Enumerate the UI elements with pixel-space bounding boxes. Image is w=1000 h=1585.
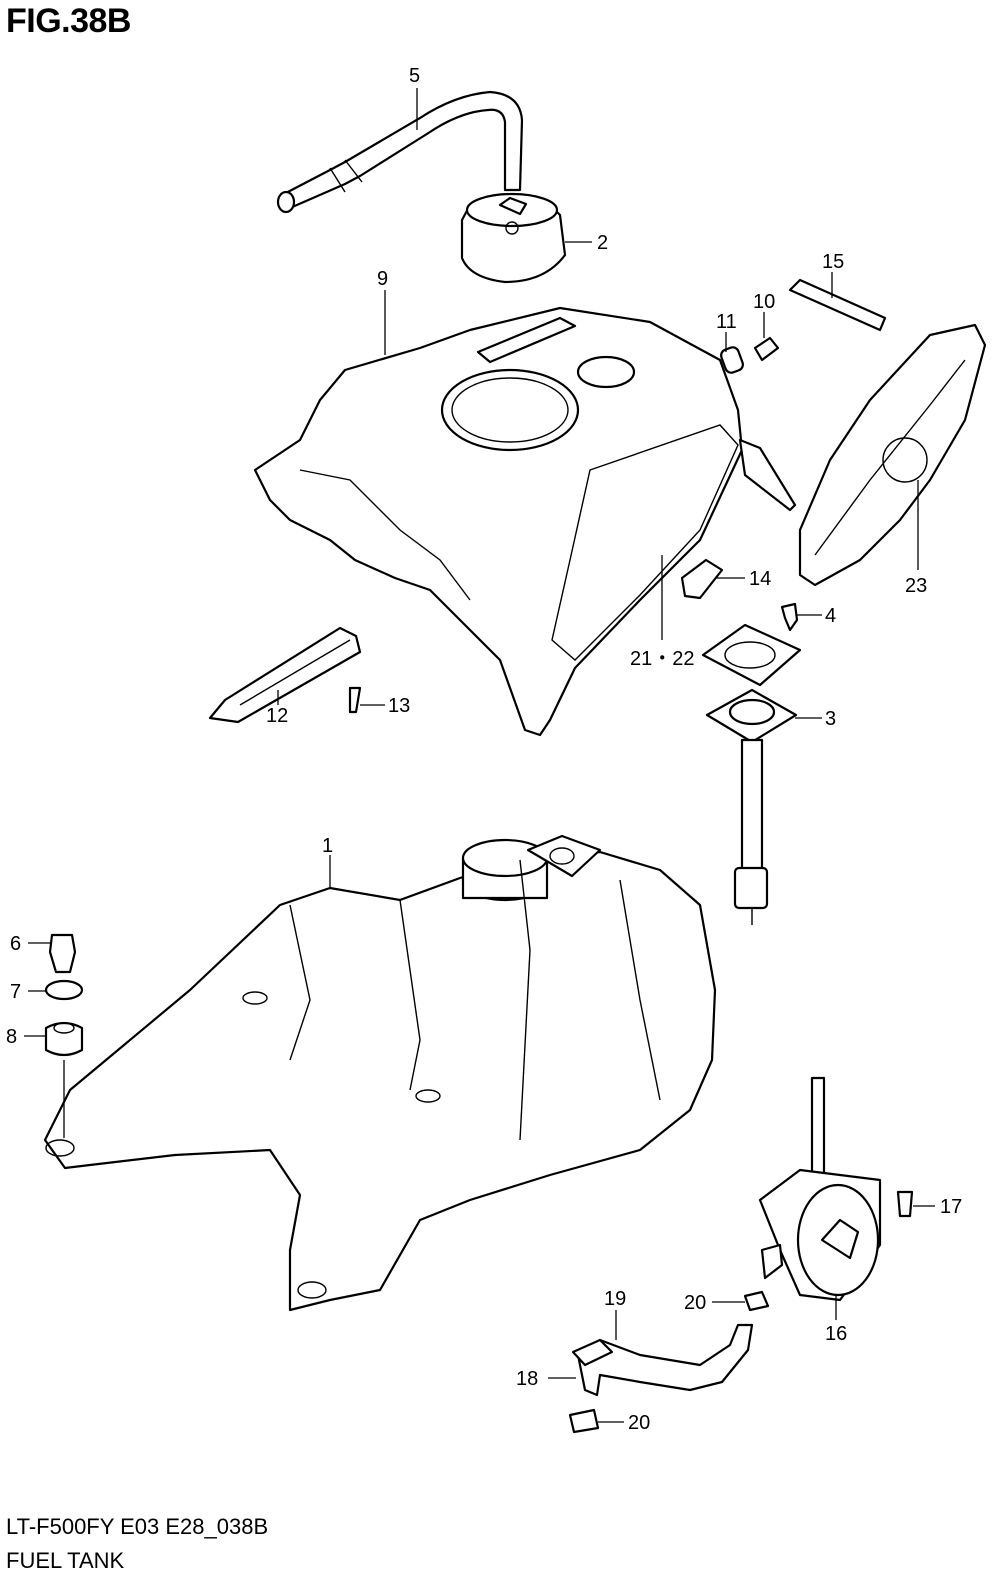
fuel-cap [460, 192, 567, 284]
cover-bracket [208, 626, 362, 724]
callout-12: 12 [266, 705, 288, 727]
callout-6: 6 [10, 933, 21, 955]
fuel-level-gauge [705, 688, 798, 925]
callout-1: 1 [322, 835, 333, 857]
callout-9: 9 [377, 268, 388, 290]
callout-11: 11 [716, 311, 737, 333]
clip [780, 602, 799, 632]
leader-lines [24, 88, 935, 1423]
callout-19: 19 [604, 1288, 626, 1310]
callout-20-lower: 20 [628, 1412, 650, 1434]
callout-17: 17 [940, 1196, 962, 1218]
emblem-right [798, 323, 987, 587]
small-pad [680, 558, 724, 600]
hose-clamp-upper [743, 1290, 770, 1312]
callout-4: 4 [825, 605, 836, 627]
callout-16: 16 [825, 1323, 847, 1345]
tank-cover [253, 306, 797, 737]
grommet-set [720, 336, 780, 374]
model-code: LT-F500FY E03 E28_038B [6, 1514, 269, 1539]
valve-screw [896, 1190, 914, 1218]
callout-2: 2 [597, 232, 608, 254]
hose-clamp-lower [568, 1408, 600, 1434]
callout-10: 10 [753, 291, 775, 313]
callout-14: 14 [749, 568, 771, 590]
breather-hose [276, 90, 524, 214]
screw [348, 686, 362, 714]
fuel-valve [758, 1076, 882, 1302]
figure-title: FIG.38B [6, 2, 131, 40]
gauge-gasket [701, 623, 802, 687]
callout-23: 23 [905, 575, 927, 597]
callout-8: 8 [6, 1026, 17, 1048]
callout-20-upper: 20 [684, 1292, 706, 1314]
cover-strip [788, 278, 887, 332]
callout-7: 7 [10, 981, 21, 1003]
callout-5: 5 [409, 65, 420, 87]
tank-mount-hardware [44, 933, 84, 1057]
callout-21-22: 21・22 [630, 648, 695, 670]
fuel-hose [571, 1323, 754, 1397]
fuel-tank [43, 834, 717, 1312]
callout-15: 15 [822, 251, 844, 273]
callout-18: 18 [516, 1368, 538, 1390]
callout-13: 13 [388, 695, 410, 717]
section-name: FUEL TANK [6, 1548, 125, 1573]
callout-3: 3 [825, 708, 836, 730]
